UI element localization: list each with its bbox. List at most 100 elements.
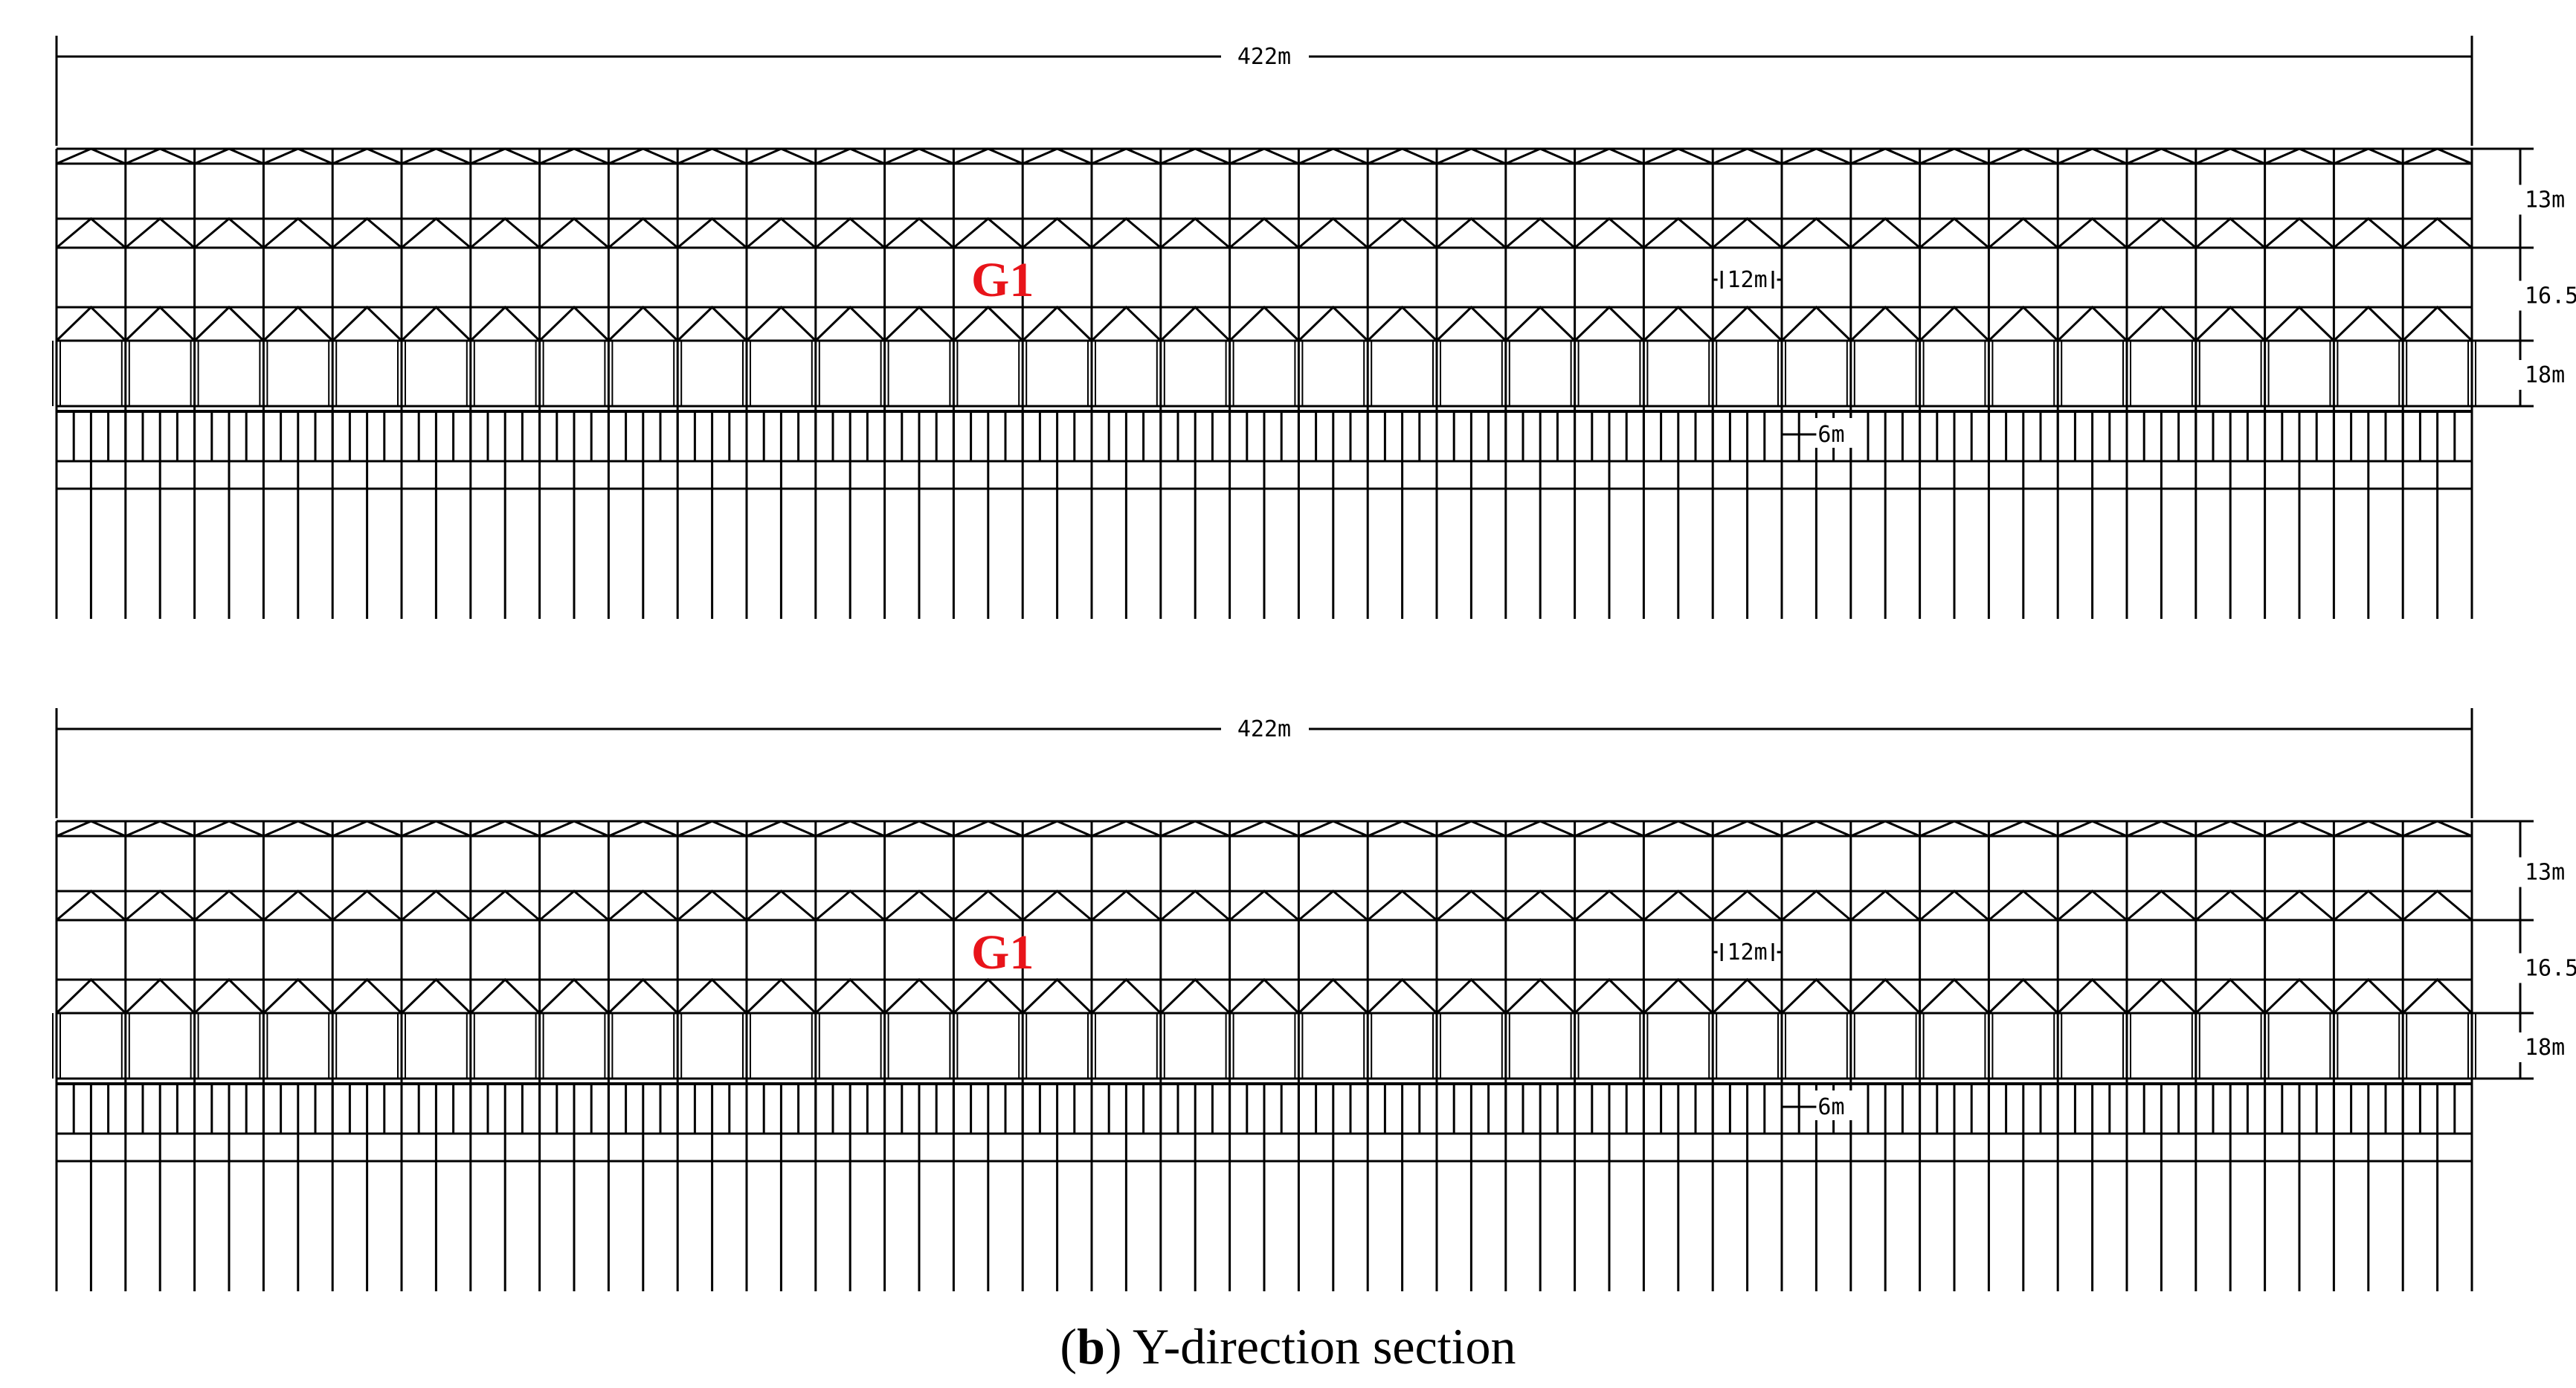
mid-chevron-brace bbox=[401, 217, 471, 249]
overall-length-label: 422m bbox=[1237, 716, 1291, 742]
mid-chevron-brace bbox=[1712, 890, 1783, 922]
low-chevron-brace bbox=[400, 305, 471, 342]
low-chevron-brace bbox=[814, 977, 886, 1015]
top-chevron-brace bbox=[608, 147, 678, 165]
low-chevron-brace bbox=[1574, 305, 1645, 342]
low-chevron-brace bbox=[2195, 977, 2266, 1015]
mid-chevron-brace bbox=[193, 217, 265, 249]
mid-chevron-brace bbox=[1849, 217, 1921, 249]
top-chevron-brace bbox=[2333, 820, 2403, 838]
top-chevron-brace bbox=[56, 147, 126, 165]
mid-chevron-brace bbox=[1643, 890, 1714, 922]
top-chevron-brace bbox=[1574, 147, 1644, 165]
mid-chevron-brace bbox=[883, 890, 955, 922]
mid-chevron-brace bbox=[953, 217, 1024, 249]
top-chevron-brace bbox=[1919, 147, 1989, 165]
top-chevron-brace bbox=[1643, 147, 1713, 165]
top-chevron-brace bbox=[677, 147, 747, 165]
mid-chevron-brace bbox=[1022, 890, 1092, 922]
top-chevron-brace bbox=[1505, 147, 1576, 165]
mid-chevron-brace bbox=[1091, 217, 1162, 249]
top-chevron-brace bbox=[125, 147, 196, 165]
mid-chevron-brace bbox=[56, 217, 126, 249]
low-chevron-brace bbox=[1022, 305, 1093, 342]
top-chevron-brace bbox=[1712, 820, 1783, 838]
mid-chevron-brace bbox=[2195, 217, 2266, 249]
mid-chevron-brace bbox=[2333, 890, 2404, 922]
top-chevron-brace bbox=[2402, 820, 2473, 838]
low-chevron-brace bbox=[400, 977, 471, 1015]
mid-chevron-brace bbox=[1298, 217, 1369, 249]
dimension-label-bg bbox=[2519, 184, 2576, 215]
dimension-lines bbox=[55, 36, 2576, 448]
mid-chevron-brace bbox=[953, 890, 1024, 922]
mid-chevron-brace bbox=[56, 890, 126, 922]
dimension-label-bg bbox=[2519, 953, 2576, 983]
low-chevron-brace bbox=[263, 305, 334, 342]
mid-chevron-brace bbox=[1367, 217, 1437, 249]
tier-height-label-3: 18m bbox=[2525, 1035, 2565, 1061]
low-chevron-brace bbox=[1022, 977, 1093, 1015]
mid-chevron-brace bbox=[1229, 217, 1300, 249]
mid-chevron-brace bbox=[538, 890, 610, 922]
low-chevron-brace bbox=[1712, 305, 1783, 342]
top-chevron-brace bbox=[1436, 147, 1507, 165]
mid-chevron-brace bbox=[2402, 217, 2473, 249]
low-chevron-brace bbox=[1919, 305, 1990, 342]
caption-text: Y-direction section bbox=[1121, 1318, 1516, 1375]
low-chevron-brace bbox=[1159, 977, 1231, 1015]
top-chevron-brace bbox=[539, 820, 609, 838]
low-chevron-brace bbox=[1919, 977, 1990, 1015]
top-chevron-brace bbox=[1436, 820, 1507, 838]
mid-chevron-brace bbox=[2402, 890, 2473, 922]
low-chevron-brace bbox=[2264, 977, 2335, 1015]
low-chevron-brace bbox=[124, 977, 196, 1015]
mid-chevron-brace bbox=[1781, 890, 1852, 922]
low-chevron-brace bbox=[883, 977, 955, 1015]
low-chevron-brace bbox=[1849, 305, 1921, 342]
mid-chevron-brace bbox=[1643, 217, 1714, 249]
top-chevron-brace bbox=[2126, 820, 2197, 838]
top-chevron-brace bbox=[884, 147, 954, 165]
mid-chevron-brace bbox=[1367, 890, 1437, 922]
low-chevron-brace bbox=[1712, 977, 1783, 1015]
low-chevron-brace bbox=[2402, 977, 2473, 1015]
mid-chevron-brace bbox=[1849, 890, 1921, 922]
top-chevron-brace bbox=[2057, 820, 2128, 838]
top-chevron-brace bbox=[332, 820, 402, 838]
tier-height-label-3: 18m bbox=[2525, 362, 2565, 388]
top-chevron-brace bbox=[332, 147, 402, 165]
top-chevron-brace bbox=[1367, 820, 1437, 838]
top-chevron-brace bbox=[2264, 147, 2334, 165]
mid-chevron-brace bbox=[1574, 890, 1645, 922]
top-chevron-brace bbox=[1988, 147, 2058, 165]
mid-chevron-brace bbox=[1574, 217, 1645, 249]
top-chevron-brace bbox=[1298, 820, 1368, 838]
mid-chevron-brace bbox=[2126, 890, 2197, 922]
top-chevron-brace bbox=[1022, 147, 1092, 165]
low-chevron-brace bbox=[1780, 305, 1852, 342]
dimension-label-bg bbox=[1812, 1090, 1864, 1120]
top-chevron-brace bbox=[2126, 147, 2197, 165]
top-chevron-brace bbox=[1643, 820, 1713, 838]
top-chevron-brace bbox=[401, 820, 471, 838]
top-chevron-brace bbox=[953, 820, 1023, 838]
low-chevron-brace bbox=[745, 305, 817, 342]
group-label: G1 bbox=[971, 253, 1034, 307]
low-chevron-brace bbox=[2333, 977, 2404, 1015]
dimension-label-bg bbox=[2519, 280, 2576, 311]
low-chevron-brace bbox=[953, 977, 1024, 1015]
caption-letter: b bbox=[1077, 1318, 1105, 1375]
top-chevron-brace bbox=[2264, 820, 2334, 838]
top-chevron-brace bbox=[1781, 147, 1852, 165]
top-chevron-brace bbox=[1022, 820, 1092, 838]
mid-chevron-brace bbox=[1091, 890, 1162, 922]
top-chevron-brace bbox=[1367, 147, 1437, 165]
mid-chevron-brace bbox=[883, 217, 955, 249]
top-chevron-brace bbox=[2402, 147, 2473, 165]
low-chevron-brace bbox=[1988, 977, 2059, 1015]
low-chevron-brace bbox=[1435, 977, 1507, 1015]
low-chevron-brace bbox=[1849, 977, 1921, 1015]
